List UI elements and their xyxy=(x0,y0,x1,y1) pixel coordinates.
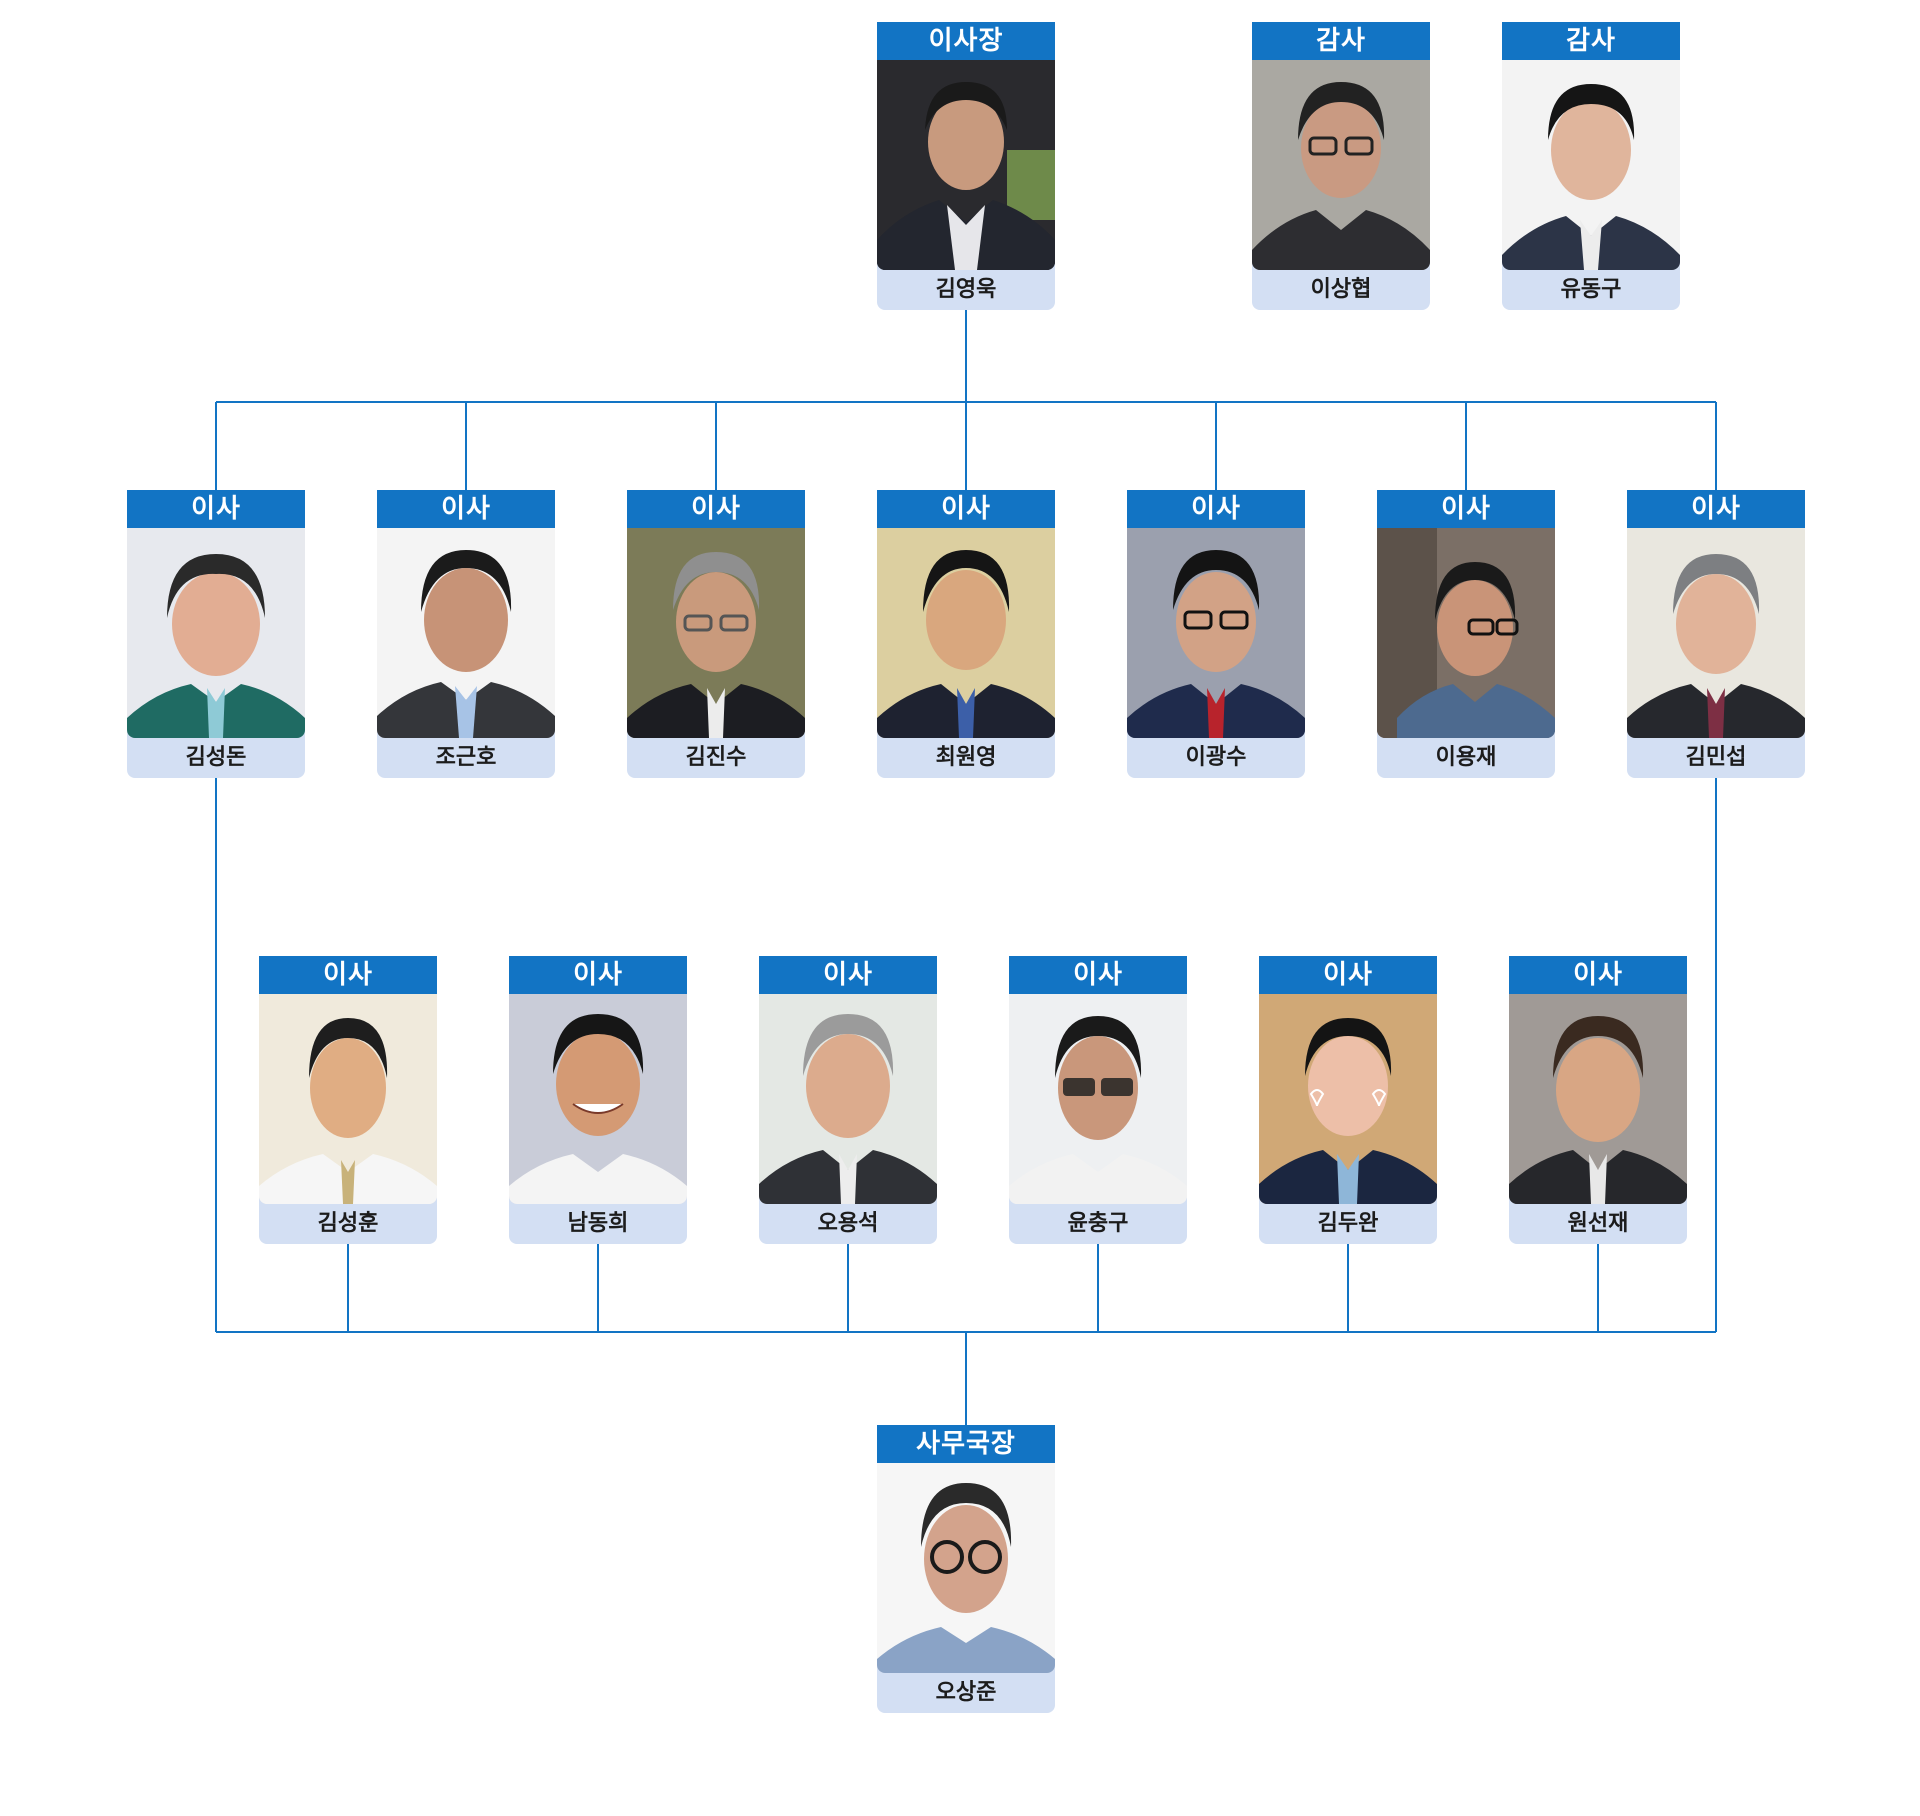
portrait-photo xyxy=(877,60,1055,270)
card-title: 이사 xyxy=(259,956,437,994)
auditor-card: 감사 유동구 xyxy=(1502,22,1680,310)
card-title: 이사 xyxy=(1627,490,1805,528)
card-title: 이사 xyxy=(1009,956,1187,994)
person-name: 이상협 xyxy=(1310,277,1372,302)
director-card: 이사 이광수 xyxy=(1127,490,1305,778)
auditor-card: 감사 이상협 xyxy=(1252,22,1430,310)
person-name: 김영욱 xyxy=(935,277,997,302)
portrait-photo xyxy=(1627,528,1805,738)
portrait-photo xyxy=(1009,994,1187,1204)
secretary-general-card: 사무국장 오상준 xyxy=(877,1425,1055,1713)
portrait-photo xyxy=(1259,994,1437,1204)
portrait-photo xyxy=(759,994,937,1204)
card-title: 이사 xyxy=(1259,956,1437,994)
portrait-photo xyxy=(877,528,1055,738)
person-name: 김성돈 xyxy=(185,745,247,770)
director-card: 이사 이용재 xyxy=(1377,490,1555,778)
card-title: 이사 xyxy=(1509,956,1687,994)
director-card: 이사 김두완 xyxy=(1259,956,1437,1244)
director-card: 이사 김민섭 xyxy=(1627,490,1805,778)
card-title: 이사 xyxy=(627,490,805,528)
portrait-photo xyxy=(377,528,555,738)
person-name: 유동구 xyxy=(1560,277,1622,302)
portrait-photo xyxy=(1502,60,1680,270)
person-name: 원선재 xyxy=(1567,1211,1629,1236)
card-title: 이사 xyxy=(877,490,1055,528)
person-name: 김진수 xyxy=(685,745,747,770)
card-title: 이사장 xyxy=(877,22,1055,60)
director-card: 이사 오용석 xyxy=(759,956,937,1244)
card-title: 사무국장 xyxy=(877,1425,1055,1463)
director-card: 이사 김성돈 xyxy=(127,490,305,778)
director-card: 이사 원선재 xyxy=(1509,956,1687,1244)
person-name: 김민섭 xyxy=(1685,745,1747,770)
person-name: 최원영 xyxy=(935,745,997,770)
person-name: 윤충구 xyxy=(1067,1211,1129,1236)
person-name: 조근호 xyxy=(435,745,497,770)
director-card: 이사 조근호 xyxy=(377,490,555,778)
person-name: 이광수 xyxy=(1185,745,1247,770)
portrait-photo xyxy=(1127,528,1305,738)
person-name: 김두완 xyxy=(1317,1211,1379,1236)
card-title: 감사 xyxy=(1502,22,1680,60)
director-card: 이사 최원영 xyxy=(877,490,1055,778)
person-name: 오상준 xyxy=(935,1680,997,1705)
person-name: 이용재 xyxy=(1435,745,1497,770)
person-name: 오용석 xyxy=(817,1211,879,1236)
portrait-photo xyxy=(1509,994,1687,1204)
portrait-photo xyxy=(127,528,305,738)
card-title: 이사 xyxy=(509,956,687,994)
director-card: 이사 윤충구 xyxy=(1009,956,1187,1244)
card-title: 이사 xyxy=(377,490,555,528)
card-title: 이사 xyxy=(1127,490,1305,528)
portrait-photo xyxy=(1252,60,1430,270)
card-title: 이사 xyxy=(127,490,305,528)
chairman-card: 이사장 김영욱 xyxy=(877,22,1055,310)
portrait-photo xyxy=(509,994,687,1204)
card-title: 이사 xyxy=(759,956,937,994)
person-name: 남동희 xyxy=(567,1211,629,1236)
director-card: 이사 남동희 xyxy=(509,956,687,1244)
portrait-photo xyxy=(627,528,805,738)
person-name: 김성훈 xyxy=(317,1211,379,1236)
portrait-photo xyxy=(877,1463,1055,1673)
card-title: 감사 xyxy=(1252,22,1430,60)
director-card: 이사 김진수 xyxy=(627,490,805,778)
portrait-photo xyxy=(259,994,437,1204)
portrait-photo xyxy=(1377,528,1555,738)
card-title: 이사 xyxy=(1377,490,1555,528)
director-card: 이사 김성훈 xyxy=(259,956,437,1244)
